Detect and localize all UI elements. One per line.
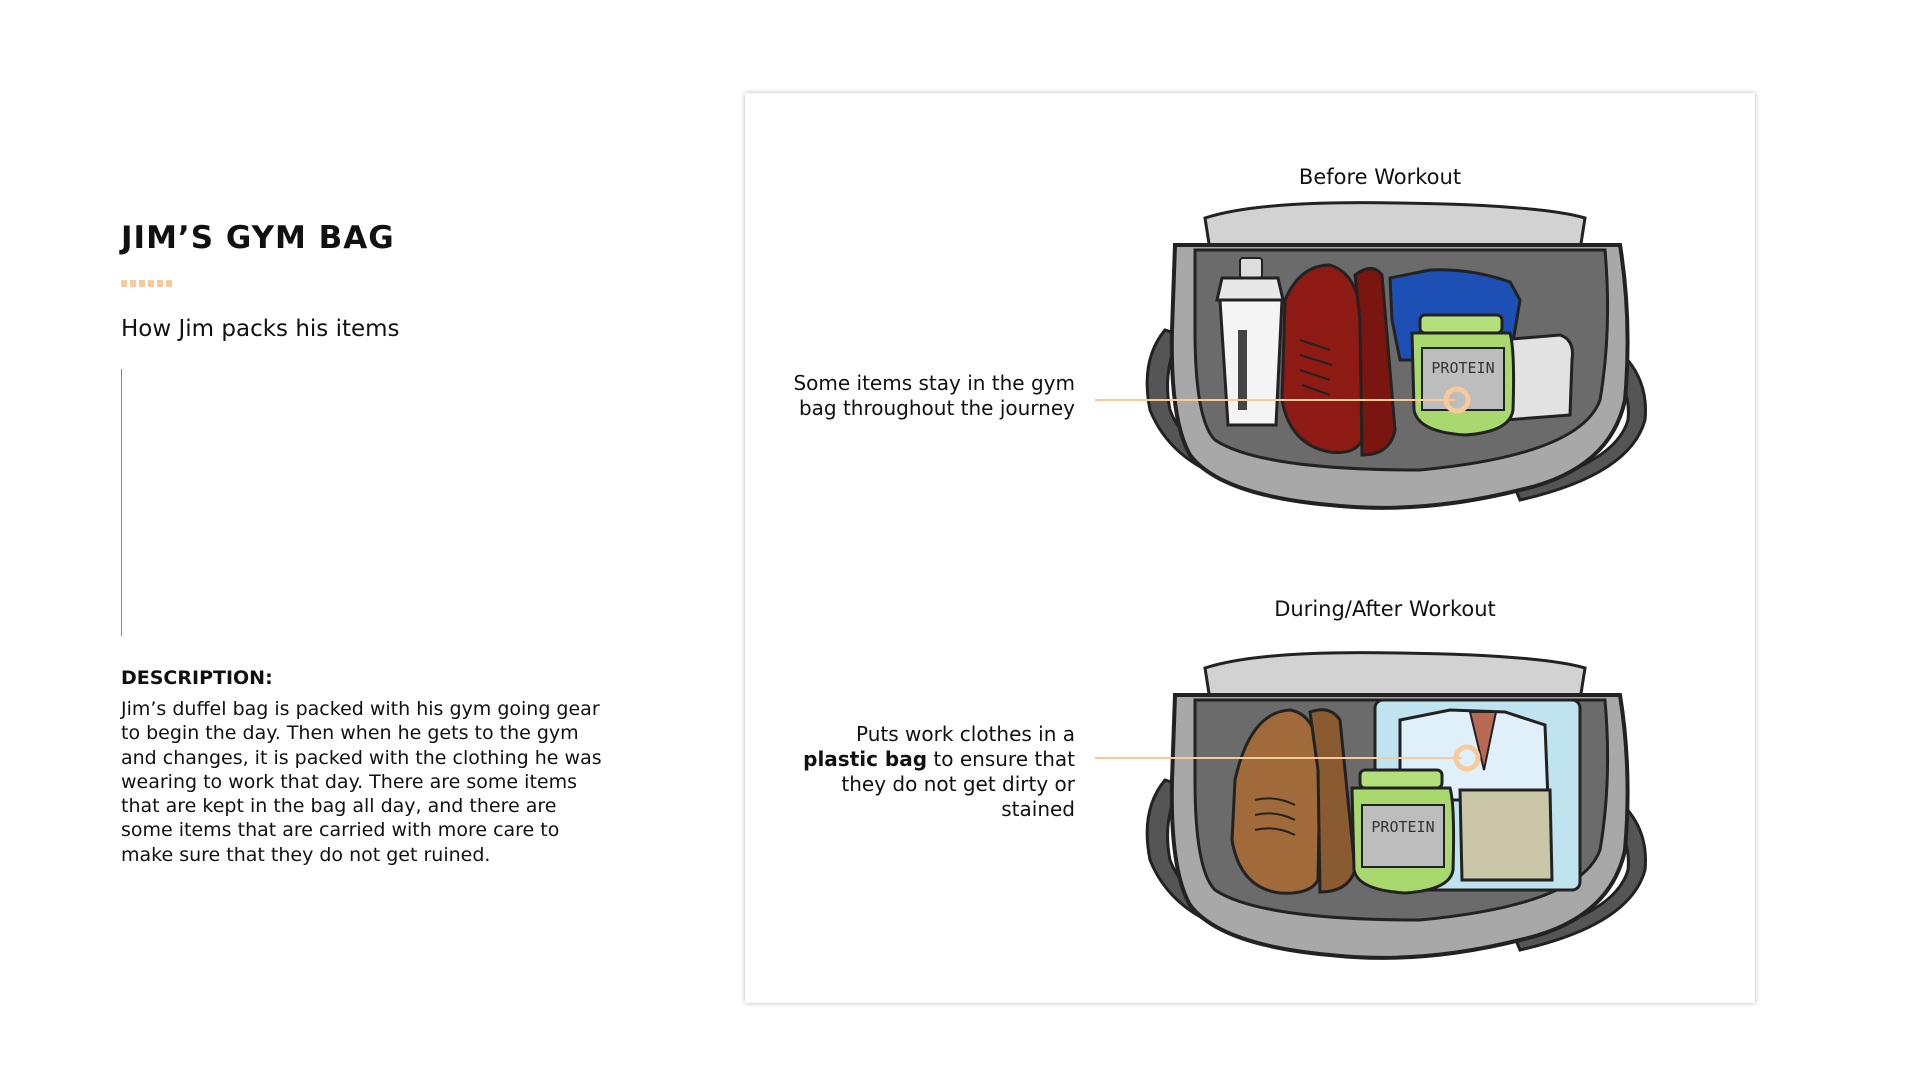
during-callout-post: to ensure that they do not get dirty or … xyxy=(841,747,1075,821)
during-workout-caption: During/After Workout xyxy=(1274,597,1496,621)
divider-line xyxy=(121,369,122,636)
during-callout-pre: Puts work clothes in a xyxy=(856,722,1075,746)
page-subtitle: How Jim packs his items xyxy=(121,316,400,342)
before-workout-caption: Before Workout xyxy=(1298,165,1462,189)
during-callout: Puts work clothes in a plastic bag to en… xyxy=(780,722,1075,822)
illustration-panel xyxy=(745,93,1755,1003)
accent-dots xyxy=(121,280,172,287)
page-title: JIM’S GYM BAG xyxy=(121,220,395,256)
during-callout-bold: plastic bag xyxy=(803,747,928,771)
description-heading: DESCRIPTION: xyxy=(121,667,273,689)
description-body: Jim’s duffel bag is packed with his gym … xyxy=(121,698,602,866)
before-callout: Some items stay in the gym bag throughou… xyxy=(793,371,1075,420)
